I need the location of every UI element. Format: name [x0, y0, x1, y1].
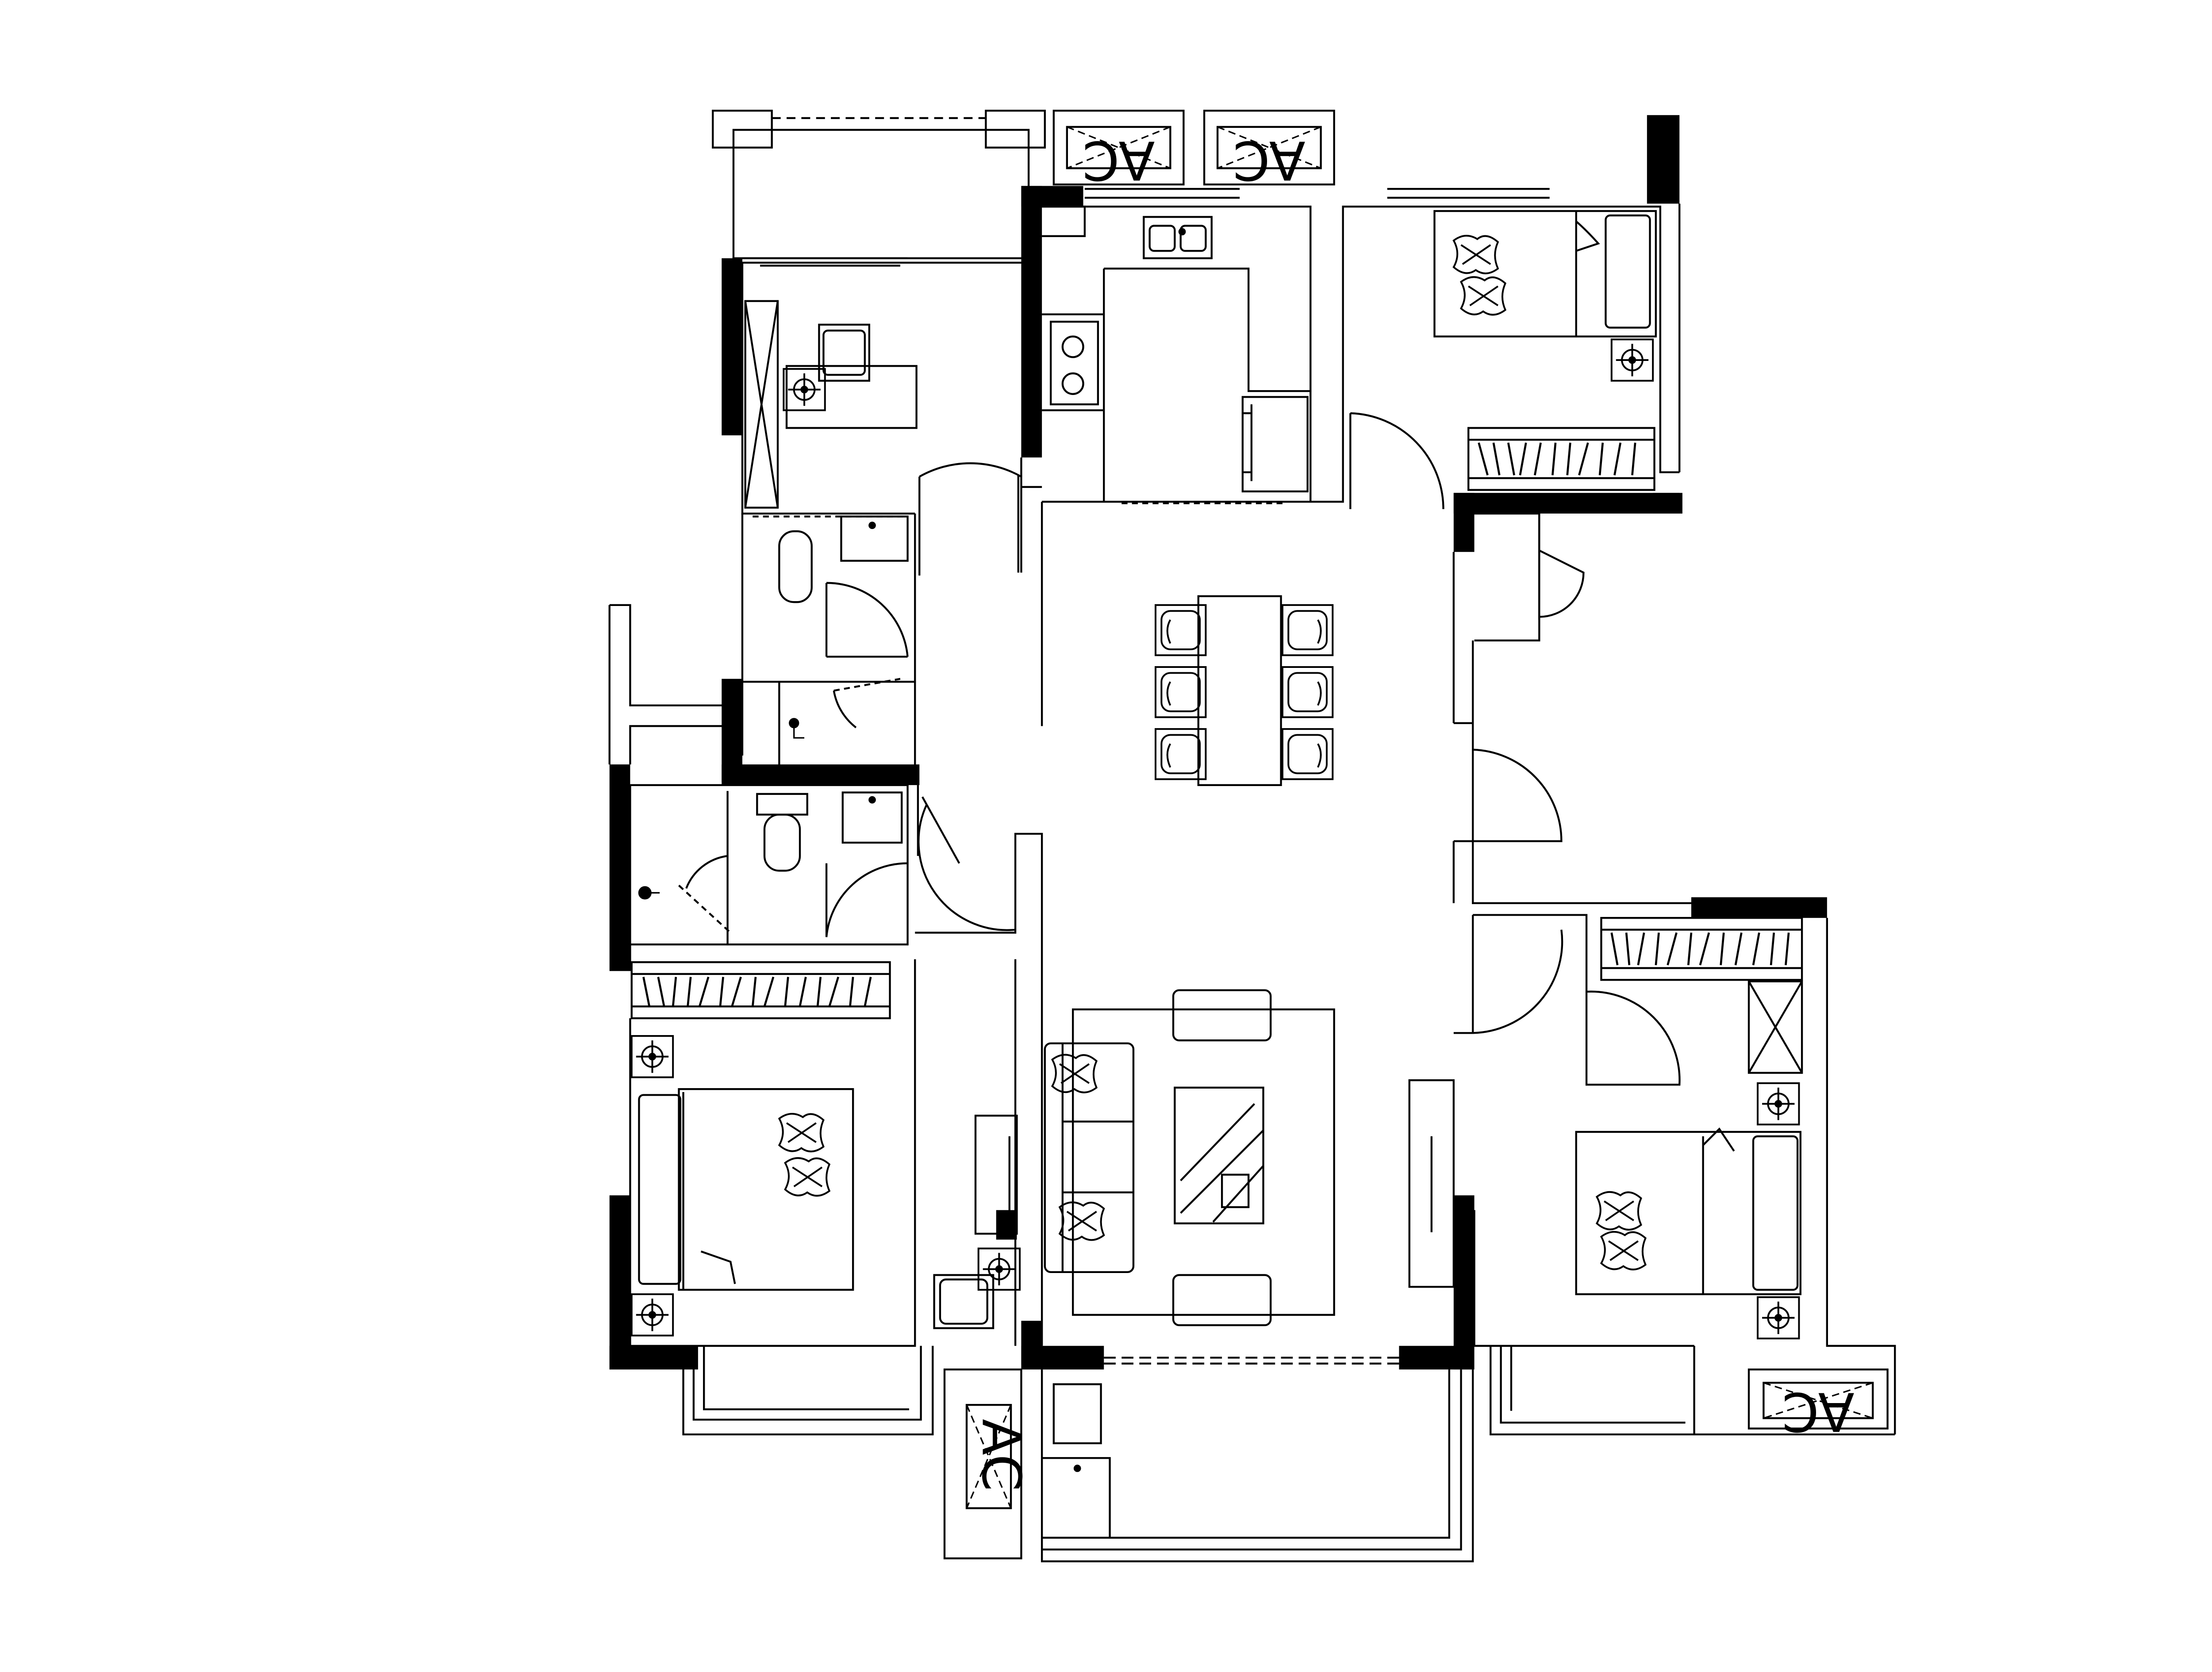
ac-unit-marks — [966, 126, 1873, 1509]
bed-pillows — [779, 236, 1645, 1269]
ac-label-top-left: AC — [1083, 129, 1155, 190]
ac-label-bottom-center: AC — [970, 1419, 1032, 1492]
wall-outlines — [608, 110, 1896, 1562]
plumbing-fixtures — [638, 228, 1186, 1472]
wardrobe-hangers — [642, 442, 1790, 1007]
ac-label-top-right: AC — [1233, 129, 1306, 190]
ac-label-bottom-right: AC — [1782, 1380, 1855, 1442]
structural-walls — [609, 115, 1827, 1370]
dining-chairs — [1156, 605, 1333, 779]
